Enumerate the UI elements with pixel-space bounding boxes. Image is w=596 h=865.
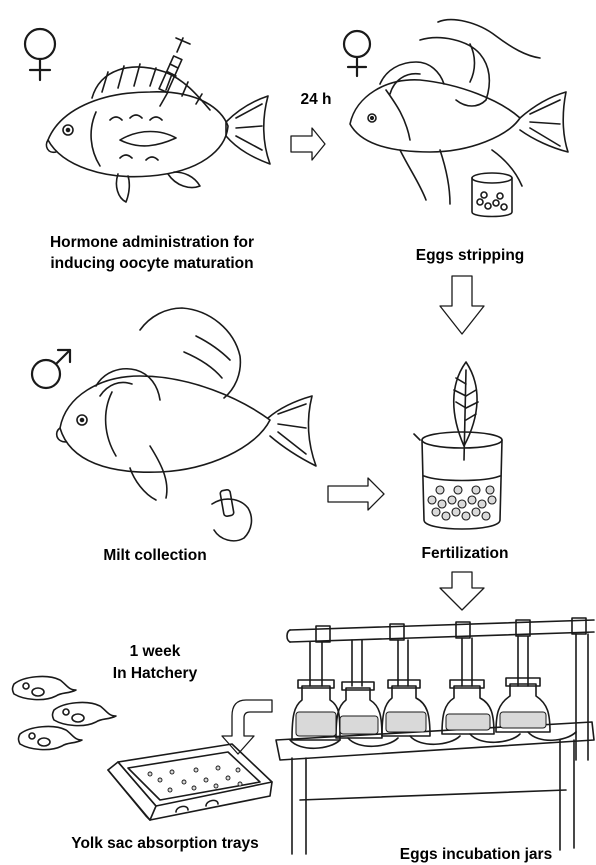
tray-icon [108,744,272,820]
arrow-icon [291,128,325,160]
male-symbol-icon [32,350,70,388]
fish-icon [46,64,270,202]
larva-icon [53,703,117,726]
feather-icon [454,362,478,460]
beaker-icon [472,173,512,217]
fish-icon [350,80,568,152]
fish-icon [57,376,316,500]
hand-icon [380,20,540,204]
arrow-icon [222,700,272,754]
larva-icon [13,677,77,700]
arrow-icon [440,276,484,334]
hand-icon [96,308,251,541]
female-symbol-icon [344,31,370,76]
larva-icon [19,727,83,750]
female-symbol-icon [25,29,55,80]
arrow-icon [328,478,384,510]
egg-cluster [428,486,496,520]
arrow-icon [440,572,484,610]
